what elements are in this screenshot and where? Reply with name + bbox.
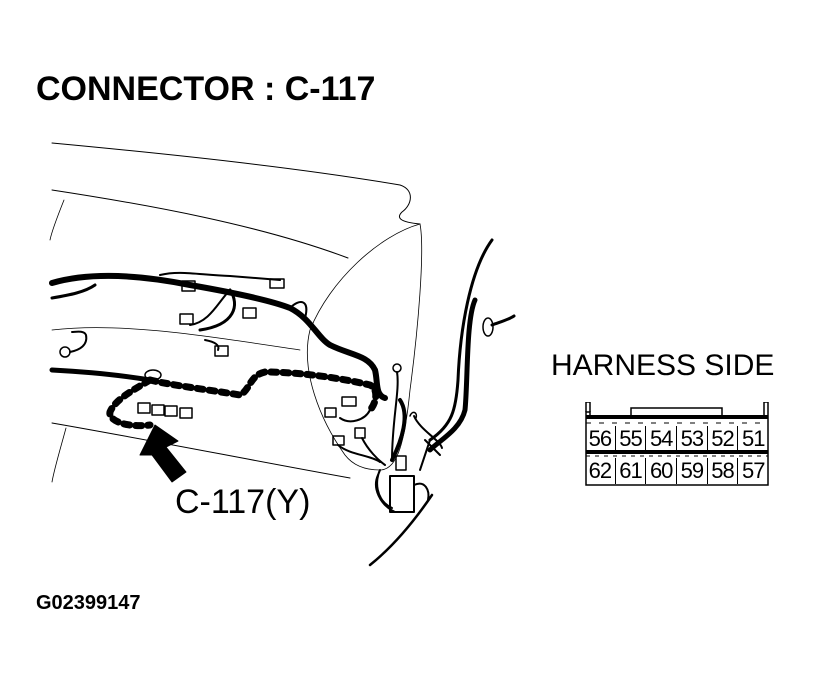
pin-53: 53 <box>676 426 707 452</box>
figure-id: G02399147 <box>36 592 141 614</box>
pin-58: 58 <box>706 458 738 484</box>
lower-harness <box>49 367 153 383</box>
pin-56: 56 <box>588 426 612 451</box>
pin-54: 54 <box>645 426 676 452</box>
pin-59: 59 <box>676 458 707 484</box>
taped-harness <box>146 368 380 414</box>
pin-55: 55 <box>614 426 646 452</box>
pin-52: 52 <box>706 426 738 452</box>
panel-outline-mid <box>51 327 301 351</box>
panel-outline-lower <box>51 422 351 479</box>
pin-61: 61 <box>614 458 646 484</box>
upper-harness <box>49 273 388 401</box>
connector-title: CONNECTOR : C-117 <box>36 70 376 108</box>
pin-60: 60 <box>645 458 676 484</box>
panel-outline-upper <box>51 189 349 259</box>
pointer-arrow <box>139 424 187 483</box>
pin-62: 62 <box>588 458 612 483</box>
pin-57: 57 <box>737 458 768 484</box>
connector-face-c117: 56 55 54 53 52 51 62 61 60 59 58 57 <box>585 402 770 486</box>
panel-outline-top <box>51 142 421 225</box>
c117-callout-label: C-117(Y) <box>175 483 311 521</box>
pin-51: 51 <box>737 426 768 452</box>
pin-row-top: 56 55 54 53 52 51 <box>585 426 768 452</box>
pin-row-bottom: 62 61 60 59 58 57 <box>585 458 768 484</box>
harness-side-label: HARNESS SIDE <box>551 349 775 382</box>
